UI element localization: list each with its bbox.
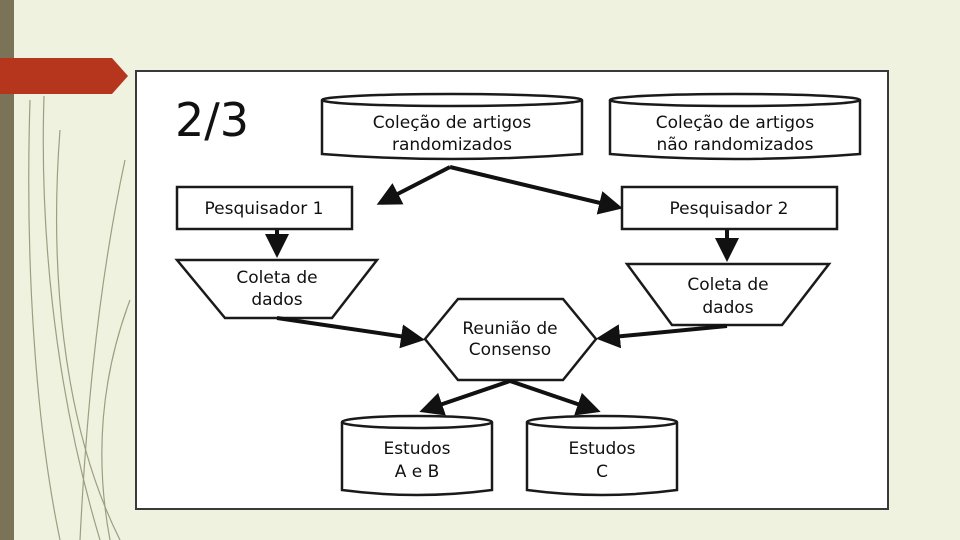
- consensus-node: Reunião de Consenso: [423, 297, 598, 382]
- consensus-line2: Consenso: [469, 340, 551, 360]
- consensus-line1: Reunião de: [462, 319, 557, 339]
- data-collection-2-line1: Coleta de: [687, 275, 768, 295]
- studies-ab-node: Estudos A e B: [340, 414, 494, 497]
- data-collection-1-line2: dados: [251, 290, 302, 310]
- page-label: 2/3: [175, 93, 249, 147]
- collection-nonrandom-line2: não randomizados: [656, 135, 813, 155]
- diagram-frame: 2/3 Coleção de artigos randomizados Cole…: [135, 70, 889, 510]
- connector-arrows: [265, 165, 739, 416]
- arrow-collection-2-to-consensus: [596, 324, 728, 349]
- data-collection-2-node: Coleta de dados: [624, 262, 832, 327]
- data-collection-1-node: Coleta de dados: [174, 258, 380, 320]
- studies-c-node: Estudos C: [525, 414, 679, 497]
- collection-nonrandom-node: Coleção de artigos não randomizados: [608, 92, 862, 161]
- arrow-consensus-to-studies-c: [509, 379, 601, 416]
- collection-nonrandom-line1: Coleção de artigos: [656, 113, 815, 133]
- researcher-2-label: Pesquisador 2: [670, 199, 789, 219]
- researcher-2-node: Pesquisador 2: [620, 185, 839, 231]
- accent-arrow-tab: [0, 58, 128, 94]
- arrow-collection-1-to-consensus: [276, 316, 425, 349]
- flowchart-diagram: 2/3 Coleção de artigos randomizados Cole…: [174, 92, 862, 497]
- data-collection-2-line2: dados: [702, 298, 753, 318]
- collection-random-line1: Coleção de artigos: [373, 113, 532, 133]
- studies-ab-line1: Estudos: [383, 439, 450, 459]
- arrow-consensus-to-studies-ab: [419, 379, 511, 416]
- data-collection-1-line1: Coleta de: [236, 268, 317, 288]
- collection-random-node: Coleção de artigos randomizados: [320, 92, 584, 161]
- arrow-collection-to-researcher-1: [376, 165, 451, 205]
- studies-ab-line2: A e B: [395, 462, 440, 482]
- researcher-1-node: Pesquisador 1: [175, 185, 354, 231]
- studies-c-line2: C: [596, 462, 608, 482]
- studies-c-line1: Estudos: [568, 439, 635, 459]
- collection-random-line2: randomizados: [392, 135, 512, 155]
- arrow-collection-to-researcher-2: [449, 165, 623, 215]
- decorative-grass-lines: [28, 95, 131, 540]
- researcher-1-label: Pesquisador 1: [205, 199, 324, 219]
- left-side-bar: [0, 0, 14, 540]
